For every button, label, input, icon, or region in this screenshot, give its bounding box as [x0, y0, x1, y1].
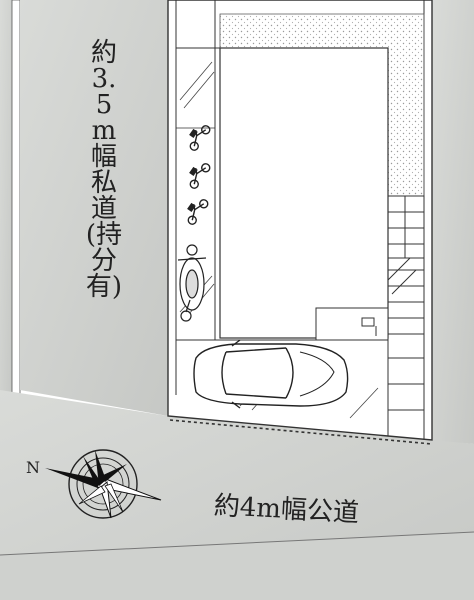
north-label: N [26, 458, 40, 477]
lot [167, 0, 433, 445]
compass-rose-icon [45, 449, 162, 519]
bicycle-icon [187, 125, 211, 225]
left-corner [0, 0, 12, 400]
public-road-label: 約4m幅公道 [213, 491, 360, 529]
right-margin [432, 0, 474, 444]
car-icon [193, 339, 349, 409]
private-road-label: 約3.5m幅私道(持分有) [85, 38, 123, 302]
steps [387, 195, 425, 411]
adjacent-lot-left [11, 0, 21, 401]
motorcycle-icon [177, 244, 207, 322]
frontage-line [169, 419, 433, 445]
private-road [20, 0, 168, 416]
house [219, 47, 389, 339]
road-lower-band [0, 532, 474, 600]
